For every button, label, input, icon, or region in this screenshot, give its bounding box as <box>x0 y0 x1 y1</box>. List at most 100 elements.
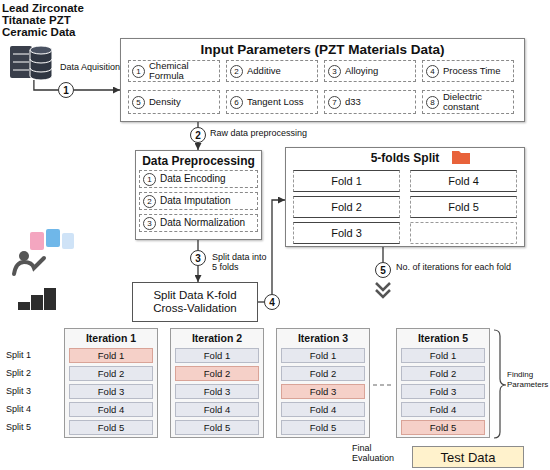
curly-bracket <box>494 330 506 438</box>
fold-row: Fold 1 <box>175 348 259 363</box>
parameter-cell: 7 d33 <box>324 90 416 114</box>
node-text: Fold 5 <box>204 422 230 433</box>
fold-row: Fold 5 <box>401 420 485 435</box>
step-number: 3 <box>328 65 341 78</box>
node-text: Iteration 5 <box>397 332 489 344</box>
step-number: 8 <box>426 96 439 109</box>
node-text: Fold 3 <box>310 386 336 397</box>
node-text: Fold 1 <box>310 350 336 361</box>
fold-row: Fold 5 <box>69 420 153 435</box>
fold-row: Fold 4 <box>281 402 365 417</box>
fold-cell: Fold 5 <box>410 196 517 218</box>
node-text: 5 <box>380 265 386 276</box>
split-label: Split 3 <box>6 386 46 396</box>
node-text: Lead Zirconate Titanate PZT Ceramic Data <box>2 2 86 38</box>
flow-arrow <box>74 89 120 90</box>
node-text: Process Time <box>443 66 501 77</box>
node-text: Fold 4 <box>448 175 479 187</box>
step-number: 5 <box>132 96 145 109</box>
step-number: 7 <box>328 96 341 109</box>
person-head <box>19 251 29 261</box>
flow-arrow <box>197 143 198 150</box>
node-text: Density <box>149 97 181 108</box>
server-slot <box>13 54 29 55</box>
node-text: Fold 1 <box>98 350 124 361</box>
node-text: Fold 1 <box>430 350 456 361</box>
node-text: Fold 3 <box>98 386 124 397</box>
fold-row: Fold 5 <box>281 420 365 435</box>
iteration-box: Iteration 3 Fold 1 Fold 2 Fold 3 Fold 4 Fold … <box>276 328 370 438</box>
node-text: Fold 2 <box>310 368 336 379</box>
bracket-label: Finding Parameters <box>507 370 550 390</box>
node-text: Iteration 3 <box>277 332 369 344</box>
node-text: 2 <box>195 130 201 141</box>
node-text: Fold 1 <box>204 350 230 361</box>
node-text: 3 <box>195 253 201 264</box>
preprocess-step: 1Data Encoding <box>139 170 258 188</box>
fold-row: Fold 4 <box>69 402 153 417</box>
node-text: Fold 4 <box>310 404 336 415</box>
fold-cell: Fold 4 <box>410 170 517 192</box>
step-circle: 4 <box>264 294 280 310</box>
iteration-box: Iteration 2Fold 1Fold 2Fold 3Fold 4Fold … <box>170 328 264 438</box>
edge-label: Split data into 5 folds <box>212 252 270 272</box>
edge-label: Data Aquisition <box>60 62 124 72</box>
split-label: Split 1 <box>6 350 46 360</box>
node-text: Iteration 1 <box>65 332 157 344</box>
node-text: Fold 5 <box>430 422 456 433</box>
flow-arrow <box>197 240 198 250</box>
chevron <box>376 283 390 290</box>
server-slot <box>13 70 29 71</box>
test-data-box: Test Data <box>412 446 524 468</box>
parameter-cell: 8 Dielectric constant <box>422 90 514 114</box>
step-number: 1 <box>143 173 156 186</box>
node-text: Chemical Formula <box>149 61 216 82</box>
step-number: 4 <box>426 65 439 78</box>
fold-cell: Fold 2 <box>293 196 400 218</box>
step-circle: 5 <box>375 262 391 278</box>
note-label: Final Evaluation <box>352 443 410 463</box>
node-text: Tangent Loss <box>247 97 304 108</box>
document-icon <box>30 232 44 250</box>
node-text: Fold 2 <box>98 368 124 379</box>
parameter-cell: 6Tangent Loss <box>226 90 318 114</box>
preprocess-step: 2 Data Imputation <box>139 192 258 210</box>
node-text: Fold 1 <box>331 175 362 187</box>
chevron <box>376 290 390 297</box>
fold-cell: Fold 1 <box>293 170 400 192</box>
input-panel: Input Parameters (PZT Materials Data)1Ch… <box>120 38 525 122</box>
node-text: Data Normalization <box>160 218 245 229</box>
node-text: 4 <box>269 297 275 308</box>
node-text: Fold 5 <box>310 422 336 433</box>
node-text: Data Imputation <box>160 196 231 207</box>
node-text: Fold 3 <box>204 386 230 397</box>
fold-row: Fold 2 <box>281 366 365 381</box>
fold-row: Fold 1 <box>401 348 485 363</box>
node-text: Fold 4 <box>430 404 456 415</box>
step-number: 2 <box>143 195 156 208</box>
edge-label: No. of iterations for each fold <box>396 262 516 272</box>
step-circle: 3 <box>190 250 206 266</box>
node-text: d33 <box>345 97 361 108</box>
node-text: Fold 4 <box>204 404 230 415</box>
split-label: Split 2 <box>6 368 46 378</box>
fold-row: Fold 3 <box>281 384 365 399</box>
node-text: Dielectric constant <box>443 92 510 113</box>
parameter-cell: 3Alloying <box>324 60 416 82</box>
parameter-cell: 4 Process Time <box>422 60 514 82</box>
node-text: 5-folds Split <box>286 151 524 165</box>
node-text: Fold 5 <box>448 201 479 213</box>
split-label: Split 5 <box>6 422 46 432</box>
fold-row: Fold 2 <box>401 366 485 381</box>
fold-cell: Fold 3 <box>293 222 400 244</box>
parameter-cell: 5 Density <box>128 90 220 114</box>
split-label: Split 4 <box>6 404 46 414</box>
edge-label: Raw data preprocessing <box>210 128 310 138</box>
parameter-cell: 1 Chemical Formula <box>128 60 220 82</box>
step-number: 1 <box>132 65 145 78</box>
node-text: 1 <box>63 85 69 96</box>
document-icon <box>62 233 74 249</box>
node-text: Fold 2 <box>331 201 362 213</box>
flow-arrow <box>34 80 58 90</box>
